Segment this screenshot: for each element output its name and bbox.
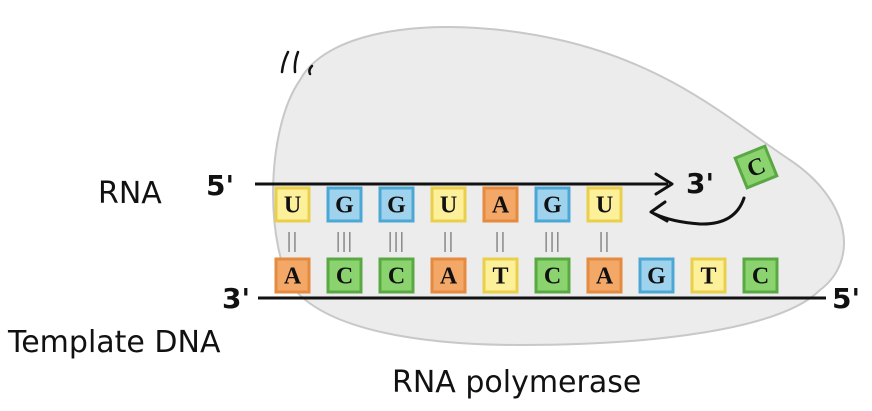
rna-base-5: G (534, 186, 571, 223)
dna-base-5: C (534, 257, 571, 294)
dna-base-4: T (482, 257, 519, 294)
template-dna-label: Template DNA (7, 325, 221, 360)
dna-base-0: A (274, 257, 311, 294)
dna-base-box (378, 257, 415, 294)
rna-strand-arrowhead (654, 172, 674, 196)
dna-base-letter: A (284, 264, 302, 290)
dna-base-9: C (742, 257, 779, 294)
dna-base-2: C (378, 257, 415, 294)
rna-base-box (326, 186, 363, 223)
rna-base-letter: A (492, 193, 510, 219)
rna-base-box (430, 186, 467, 223)
rna-base-letter: G (387, 193, 406, 219)
hydrogen-bond-mark: ||| (388, 228, 406, 253)
rna-base-3: U (430, 186, 467, 223)
dna-base-box (742, 257, 779, 294)
incoming-nucleotide-box (733, 144, 779, 190)
rna-base-box (586, 186, 623, 223)
dna-base-3: A (430, 257, 467, 294)
rna-base-1: G (326, 186, 363, 223)
hydrogen-bond-mark: ||| (336, 228, 354, 253)
dna-base-7: G (638, 257, 675, 294)
incoming-arrow (653, 196, 746, 226)
incoming-nucleotide: C (733, 144, 779, 190)
dna-base-box (586, 257, 623, 294)
rna-base-letter: G (335, 193, 354, 219)
dna-base-1: C (326, 257, 363, 294)
hydrogen-bond-mark: || (495, 228, 507, 253)
dna-base-8: T (690, 257, 727, 294)
dna-base-letter: T (492, 264, 508, 290)
dna-base-box (638, 257, 675, 294)
hydrogen-bond-mark: ||| (544, 228, 562, 253)
rna-base-box (378, 186, 415, 223)
dna-base-box (482, 257, 519, 294)
rna-base-0: U (274, 186, 311, 223)
dna-base-letter: A (440, 264, 458, 290)
dna-3prime-label: 3' (222, 282, 250, 315)
dna-base-6: A (586, 257, 623, 294)
dna-base-letter: G (647, 264, 666, 290)
dna-5prime-label: 5' (832, 282, 860, 315)
dna-base-letter: A (596, 264, 614, 290)
incoming-arrowhead (649, 200, 669, 223)
hydrogen-bond-mark: || (599, 228, 611, 253)
dna-base-box (534, 257, 571, 294)
dna-base-box (430, 257, 467, 294)
dna-base-box (274, 257, 311, 294)
rna-base-letter: G (543, 193, 562, 219)
dna-base-letter: C (752, 264, 769, 290)
rna-base-2: G (378, 186, 415, 223)
bond-marks: ||||||||||||||||| (287, 228, 611, 253)
dna-base-letter: C (336, 264, 353, 290)
hydrogen-bond-mark: || (443, 228, 455, 253)
rna-base-letter: U (596, 193, 613, 219)
rna-base-box (534, 186, 571, 223)
rna-polymerase-label: RNA polymerase (392, 365, 641, 400)
dna-base-letter: C (388, 264, 405, 290)
rna-3prime-label: 3' (686, 167, 714, 200)
motion-marks (280, 50, 314, 76)
rna-base-4: A (482, 186, 519, 223)
rna-label: RNA (98, 176, 162, 211)
rna-5prime-label: 5' (206, 169, 234, 202)
rna-base-6: U (586, 186, 623, 223)
hydrogen-bond-mark: || (287, 228, 299, 253)
rna-base-letter: U (284, 193, 301, 219)
dna-base-letter: T (700, 264, 716, 290)
dna-base-letter: C (544, 264, 561, 290)
dna-base-box (326, 257, 363, 294)
rna-base-letter: U (440, 193, 457, 219)
rna-base-box (274, 186, 311, 223)
dna-base-box (690, 257, 727, 294)
rna-base-box (482, 186, 519, 223)
